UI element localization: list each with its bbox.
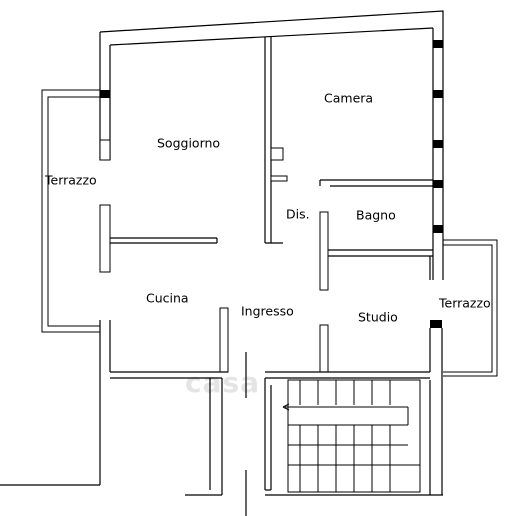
right-terrace-railing bbox=[443, 239, 498, 377]
left-terrace-railing bbox=[41, 89, 100, 333]
stair-arrow-icon bbox=[282, 403, 290, 411]
label-ingresso: Ingresso bbox=[241, 304, 294, 319]
label-bagno: Bagno bbox=[356, 208, 396, 223]
label-dis: Dis. bbox=[286, 207, 310, 222]
label-camera: Camera bbox=[324, 91, 373, 106]
outer-walls bbox=[0, 10, 444, 496]
label-terrazzo-left: Terrazzo bbox=[44, 173, 97, 188]
label-terrazzo-right: Terrazzo bbox=[438, 296, 491, 311]
staircase bbox=[282, 379, 421, 493]
label-soggiorno: Soggiorno bbox=[157, 136, 220, 151]
interior-walls bbox=[110, 37, 433, 516]
label-studio: Studio bbox=[358, 310, 398, 325]
label-cucina: Cucina bbox=[146, 291, 189, 306]
